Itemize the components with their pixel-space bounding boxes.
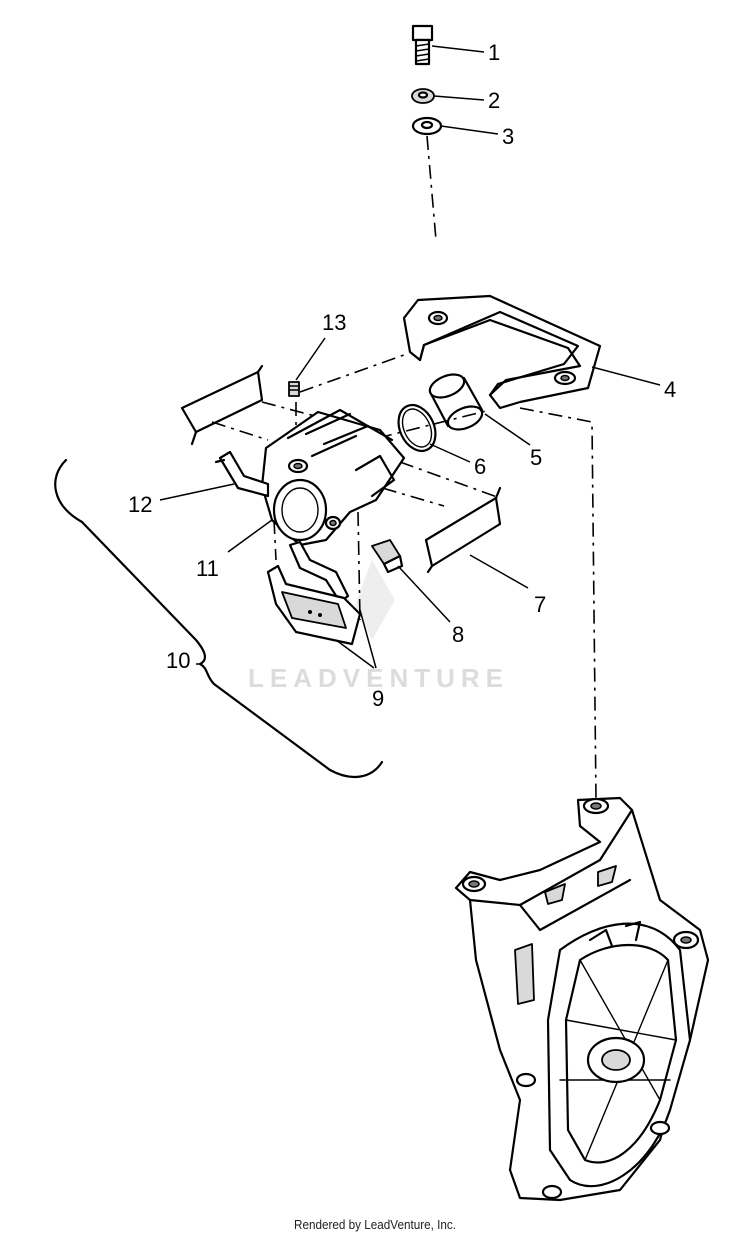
callout-10: 10	[166, 648, 190, 673]
part-piston	[428, 373, 484, 431]
part-lock-washer	[411, 88, 435, 104]
mount-axis-line	[519, 407, 597, 801]
callout-4: 4	[664, 377, 676, 402]
footer-credit: Rendered by LeadVenture, Inc.	[294, 1217, 456, 1232]
callout-8: 8	[452, 622, 464, 647]
leader-4	[591, 366, 661, 386]
part-bleeder-screw	[288, 381, 300, 397]
callout-11: 11	[196, 556, 219, 581]
part-brake-line	[214, 450, 270, 498]
callout-13: 13	[322, 310, 346, 335]
callout-5: 5	[530, 445, 542, 470]
leader-7	[469, 554, 529, 589]
leader-8	[397, 565, 451, 623]
leader-6	[429, 443, 471, 463]
leader-3	[440, 125, 499, 135]
part-brake-pads	[266, 540, 362, 646]
callout-6: 6	[474, 454, 486, 479]
part-chaincase-housing	[454, 796, 710, 1202]
leader-13	[295, 337, 326, 381]
leader-5	[484, 413, 531, 446]
callout-7: 7	[534, 592, 546, 617]
part-caliper-body	[260, 408, 406, 547]
leader-2	[433, 95, 485, 101]
leader-12	[159, 483, 235, 501]
callout-1: 1	[488, 40, 500, 65]
callout-9: 9	[372, 686, 384, 711]
part-pad-shim-right	[424, 486, 502, 574]
leader-9	[335, 609, 377, 669]
bolt-axis-line	[426, 135, 437, 241]
leader-1	[431, 45, 485, 53]
callout-labels: 1 2 3 4 5 6 7 8 9 10 11 12 13	[128, 40, 676, 711]
part-fitting	[371, 539, 404, 574]
watermark: LEADVENTURE	[248, 560, 503, 693]
assembly-brace	[54, 458, 384, 778]
part-bolt	[411, 24, 434, 66]
leader-11	[227, 519, 273, 553]
callout-12: 12	[128, 492, 152, 517]
callout-2: 2	[488, 88, 500, 113]
part-pad-shim-left	[180, 364, 264, 446]
part-seal-ring	[397, 403, 437, 453]
callout-3: 3	[502, 124, 514, 149]
part-flat-washer	[411, 116, 443, 136]
